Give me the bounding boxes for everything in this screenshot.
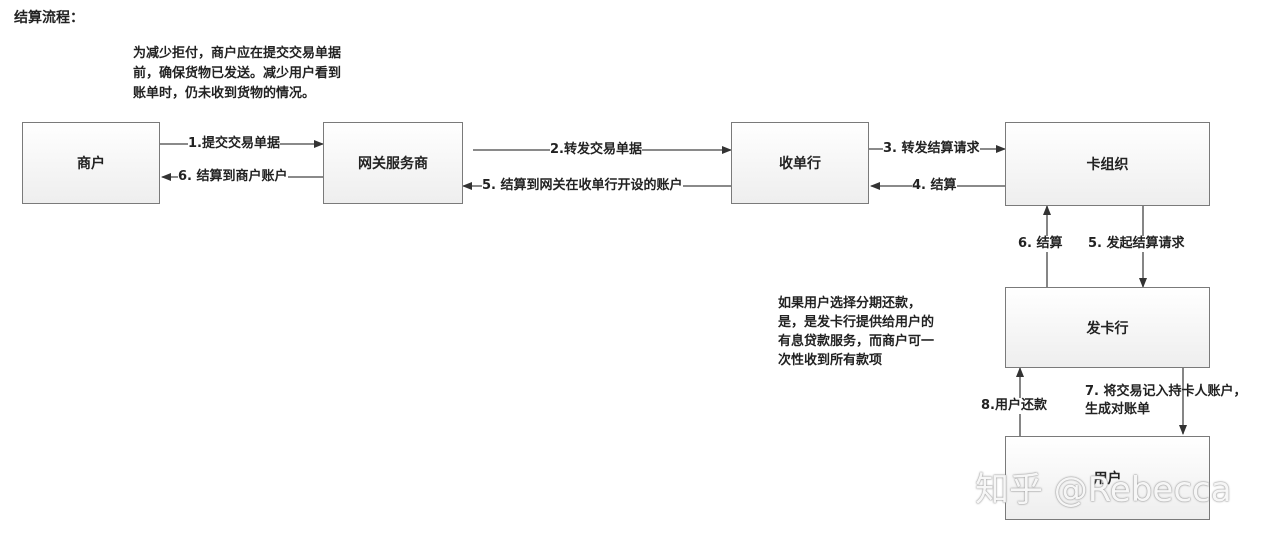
- node-acquirer: 收单行: [731, 122, 869, 204]
- diagram-title: 结算流程：: [14, 10, 84, 26]
- edge-5-label: 5. 结算到网关在收单行开设的账户: [482, 178, 683, 194]
- edge-8-label: 8.用户还款: [981, 398, 1047, 414]
- watermark: 知乎 @Rebecca: [975, 470, 1232, 510]
- edge-2-label: 2.转发交易单据: [550, 142, 642, 158]
- note-top: 为减少拒付，商户应在提交交易单据 前，确保货物已发送。减少用户看到 账单时，仍未…: [133, 46, 342, 101]
- node-gateway: 网关服务商: [323, 122, 463, 204]
- note-installment: 如果用户选择分期还款， 是，是发卡行提供给用户的 有息贷款服务，而商户可一 次性…: [778, 296, 935, 368]
- edge-7-label: 7. 将交易记入持卡人账户， 生成对账单: [1085, 384, 1247, 417]
- node-card-org: 卡组织: [1005, 122, 1210, 206]
- node-user: 用户: [1005, 436, 1210, 520]
- edge-6a-label: 6. 结算到商户账户: [178, 169, 288, 185]
- edge-4-label: 4. 结算: [912, 178, 957, 194]
- edge-3-label: 3. 转发结算请求: [883, 141, 980, 157]
- node-merchant: 商户: [22, 122, 160, 204]
- edge-5b-label: 5. 发起结算请求: [1088, 236, 1185, 252]
- node-issuer: 发卡行: [1005, 287, 1210, 368]
- edge-1-label: 1.提交交易单据: [188, 136, 280, 152]
- edge-6b-label: 6. 结算: [1018, 236, 1063, 252]
